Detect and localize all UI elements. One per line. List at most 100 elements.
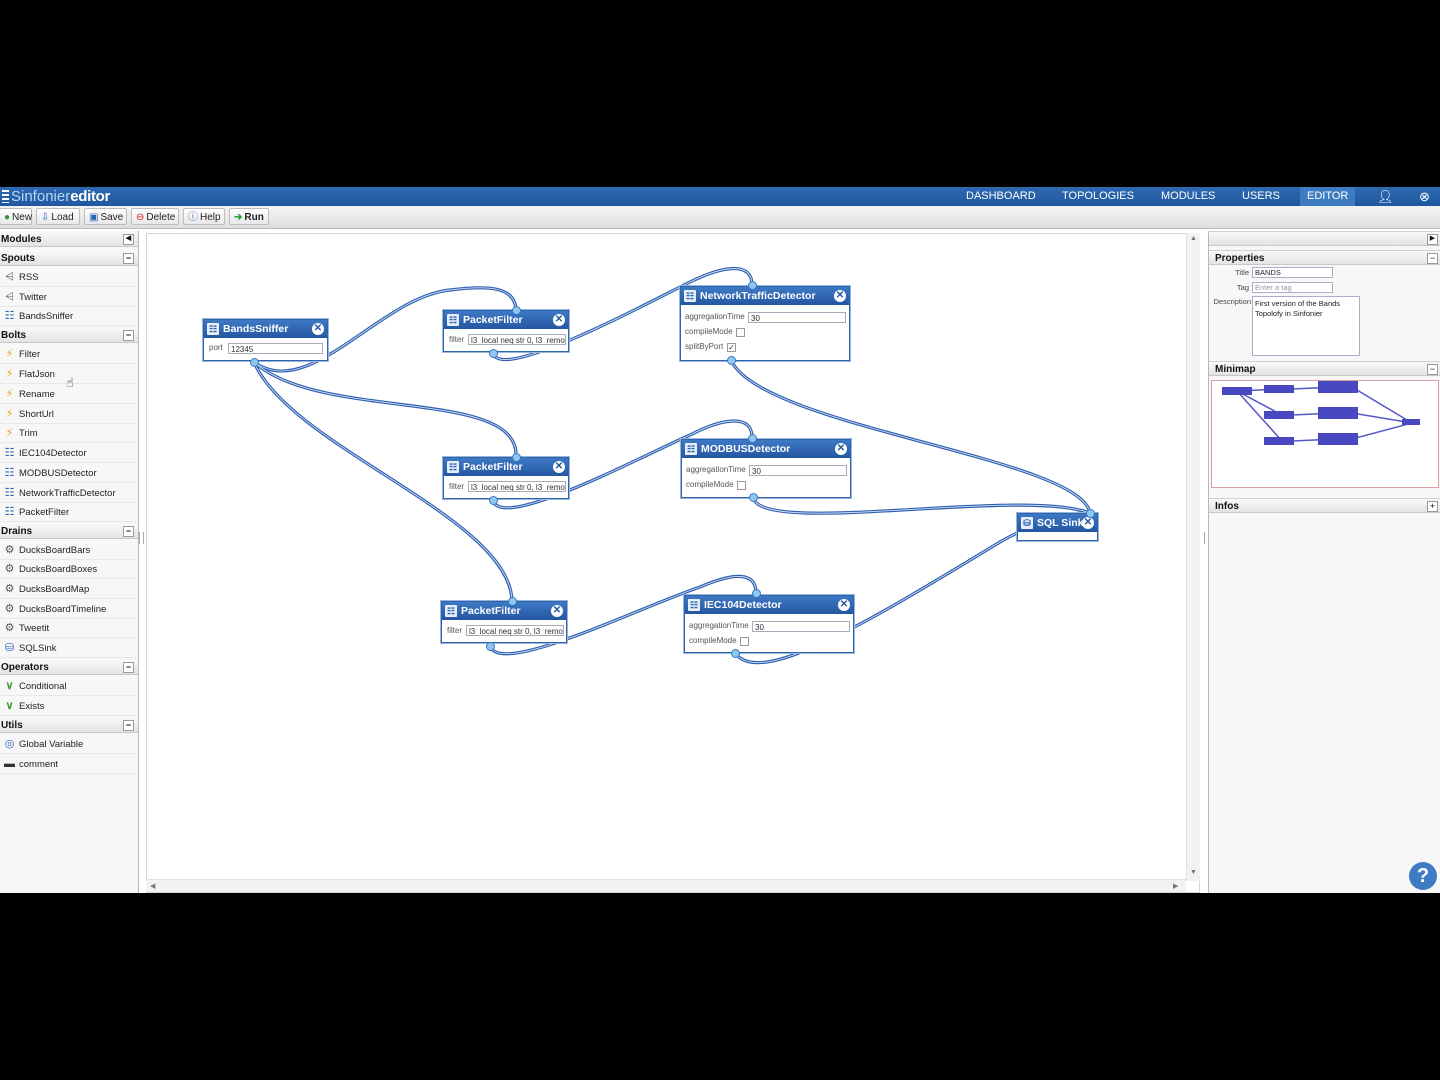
canvas-horizontal-scrollbar[interactable]: ◀ ▶ (146, 879, 1186, 892)
module-header[interactable]: ☷ MODBUSDetector ✕ (682, 440, 850, 458)
module-packetfilter-3[interactable]: ☷ PacketFilter ✕ filter l3_local neq str… (441, 601, 567, 643)
minimap[interactable] (1211, 380, 1439, 488)
compile-mode-checkbox[interactable] (737, 481, 746, 490)
section-utils[interactable]: Utils − (0, 718, 138, 733)
collapse-properties-icon[interactable]: − (1427, 253, 1438, 264)
module-item-tweetit[interactable]: ⚙︎Tweetit (0, 619, 138, 638)
port-input[interactable]: 12345 (228, 343, 323, 354)
module-item-sqlsink[interactable]: ⛁SQLSink (0, 639, 138, 658)
output-terminal[interactable] (486, 642, 495, 651)
module-header[interactable]: ☷ NetworkTrafficDetector ✕ (681, 287, 849, 305)
module-item-global-variable[interactable]: ◎Global Variable (0, 735, 138, 754)
filter-input[interactable]: l3_local neq str 0, l3_remo (468, 334, 566, 345)
close-session-icon[interactable]: ⊗ (1419, 189, 1430, 204)
collapse-minimap-icon[interactable]: − (1427, 364, 1438, 375)
scroll-right-icon[interactable]: ▶ (1173, 883, 1179, 890)
module-item-bandssniffer[interactable]: ☷BandsSniffer (0, 307, 138, 326)
nav-dashboard[interactable]: DASHBOARD (966, 190, 1036, 202)
collapse-drains-icon[interactable]: − (123, 526, 134, 537)
module-header[interactable]: ☷ BandsSniffer ✕ (204, 320, 327, 338)
expand-infos-icon[interactable]: + (1427, 501, 1438, 512)
aggregation-time-input[interactable]: 30 (752, 621, 850, 632)
module-item-ducksboardbars[interactable]: ⚙︎DucksBoardBars (0, 541, 138, 560)
filter-input[interactable]: l3_local neq str 0, l3_remo (468, 481, 566, 492)
close-module-icon[interactable]: ✕ (553, 461, 565, 473)
close-module-icon[interactable]: ✕ (835, 443, 847, 455)
module-item-networktrafficdetector[interactable]: ☷NetworkTrafficDetector (0, 484, 138, 503)
tag-input[interactable]: Enter a tag (1252, 282, 1333, 293)
collapse-left-panel-icon[interactable]: ◀ (123, 234, 134, 245)
module-item-filter[interactable]: ⚡︎Filter (0, 345, 138, 364)
close-module-icon[interactable]: ✕ (312, 323, 324, 335)
scroll-left-icon[interactable]: ◀ (150, 883, 156, 890)
nav-topologies[interactable]: TOPOLOGIES (1062, 190, 1134, 202)
module-modbusdetector[interactable]: ☷ MODBUSDetector ✕ aggregationTime 30 co… (681, 439, 851, 498)
module-item-twitter[interactable]: ⩤Twitter (0, 288, 138, 307)
user-icon[interactable]: 👤︎ (1377, 189, 1394, 204)
split-by-port-checkbox[interactable]: ✓ (727, 343, 736, 352)
module-packetfilter-2[interactable]: ☷ PacketFilter ✕ filter l3_local neq str… (443, 457, 569, 499)
module-header[interactable]: ⛁ SQL Sink ✕ (1018, 514, 1097, 532)
aggregation-time-input[interactable]: 30 (749, 465, 847, 476)
module-item-ducksboardmap[interactable]: ⚙︎DucksBoardMap (0, 580, 138, 599)
compile-mode-checkbox[interactable] (736, 328, 745, 337)
input-terminal[interactable] (748, 434, 757, 443)
close-module-icon[interactable]: ✕ (838, 599, 850, 611)
module-header[interactable]: ☷ IEC104Detector ✕ (685, 596, 853, 614)
minimap-header[interactable]: Minimap − (1209, 361, 1440, 376)
help-bubble-icon[interactable]: ? (1409, 862, 1437, 890)
module-item-iec104detector[interactable]: ☷IEC104Detector (0, 444, 138, 463)
new-button[interactable]: ●New (0, 208, 32, 225)
nav-editor[interactable]: EDITOR (1300, 187, 1356, 206)
module-item-packetfilter[interactable]: ☷PacketFilter (0, 503, 138, 522)
collapse-operators-icon[interactable]: − (123, 662, 134, 673)
close-module-icon[interactable]: ✕ (1082, 517, 1094, 529)
scroll-down-icon[interactable]: ▼ (1190, 869, 1197, 876)
module-bandssniffer[interactable]: ☷ BandsSniffer ✕ port 12345 (203, 319, 328, 361)
module-item-rename[interactable]: ⚡︎Rename (0, 385, 138, 404)
module-header[interactable]: ☷ PacketFilter ✕ (444, 458, 568, 476)
close-module-icon[interactable]: ✕ (553, 314, 565, 326)
module-item-exists[interactable]: ∨Exists (0, 697, 138, 716)
module-header[interactable]: ☷ PacketFilter ✕ (442, 602, 566, 620)
section-operators[interactable]: Operators − (0, 660, 138, 675)
infos-header[interactable]: Infos + (1209, 498, 1440, 513)
collapse-bolts-icon[interactable]: − (123, 330, 134, 341)
module-item-trim[interactable]: ⚡︎Trim (0, 424, 138, 443)
input-terminal[interactable] (1086, 509, 1095, 518)
module-item-flatjson[interactable]: ⚡︎FlatJson (0, 365, 138, 384)
output-terminal[interactable] (250, 358, 259, 367)
compile-mode-checkbox[interactable] (740, 637, 749, 646)
module-item-ducksboardboxes[interactable]: ⚙︎DucksBoardBoxes (0, 560, 138, 579)
properties-header[interactable]: Properties − (1209, 250, 1440, 265)
output-terminal[interactable] (731, 649, 740, 658)
delete-button[interactable]: ⊖Delete (131, 208, 179, 225)
title-input[interactable]: BANDS (1252, 267, 1333, 278)
collapse-right-panel-icon[interactable]: ▶ (1427, 234, 1438, 245)
save-button[interactable]: ▣Save (84, 208, 127, 225)
input-terminal[interactable] (752, 589, 761, 598)
section-bolts[interactable]: Bolts − (0, 328, 138, 343)
nav-modules[interactable]: MODULES (1161, 190, 1216, 202)
close-module-icon[interactable]: ✕ (551, 605, 563, 617)
module-networktrafficdetector[interactable]: ☷ NetworkTrafficDetector ✕ aggregationTi… (680, 286, 850, 361)
module-item-comment[interactable]: ▬comment (0, 755, 138, 774)
canvas-vertical-scrollbar[interactable]: ▲ ▼ (1186, 233, 1200, 881)
module-item-shorturl[interactable]: ⚡︎ShortUrl (0, 405, 138, 424)
input-terminal[interactable] (508, 597, 517, 606)
module-sqlsink[interactable]: ⛁ SQL Sink ✕ (1017, 513, 1098, 541)
section-drains[interactable]: Drains − (0, 524, 138, 539)
module-item-modbusdetector[interactable]: ☷MODBUSDetector (0, 464, 138, 483)
nav-users[interactable]: USERS (1242, 190, 1280, 202)
output-terminal[interactable] (489, 349, 498, 358)
left-splitter-handle[interactable] (139, 532, 144, 544)
module-iec104detector[interactable]: ☷ IEC104Detector ✕ aggregationTime 30 co… (684, 595, 854, 653)
input-terminal[interactable] (512, 453, 521, 462)
module-header[interactable]: ☷ PacketFilter ✕ (444, 311, 568, 329)
load-button[interactable]: ⇩Load (36, 208, 80, 225)
output-terminal[interactable] (489, 496, 498, 505)
module-item-rss[interactable]: ⩤RSS (0, 268, 138, 287)
description-textarea[interactable]: First version of the Bands Topolofy in S… (1252, 296, 1360, 356)
filter-input[interactable]: l3_local neq str 0, l3_remo (466, 625, 564, 636)
